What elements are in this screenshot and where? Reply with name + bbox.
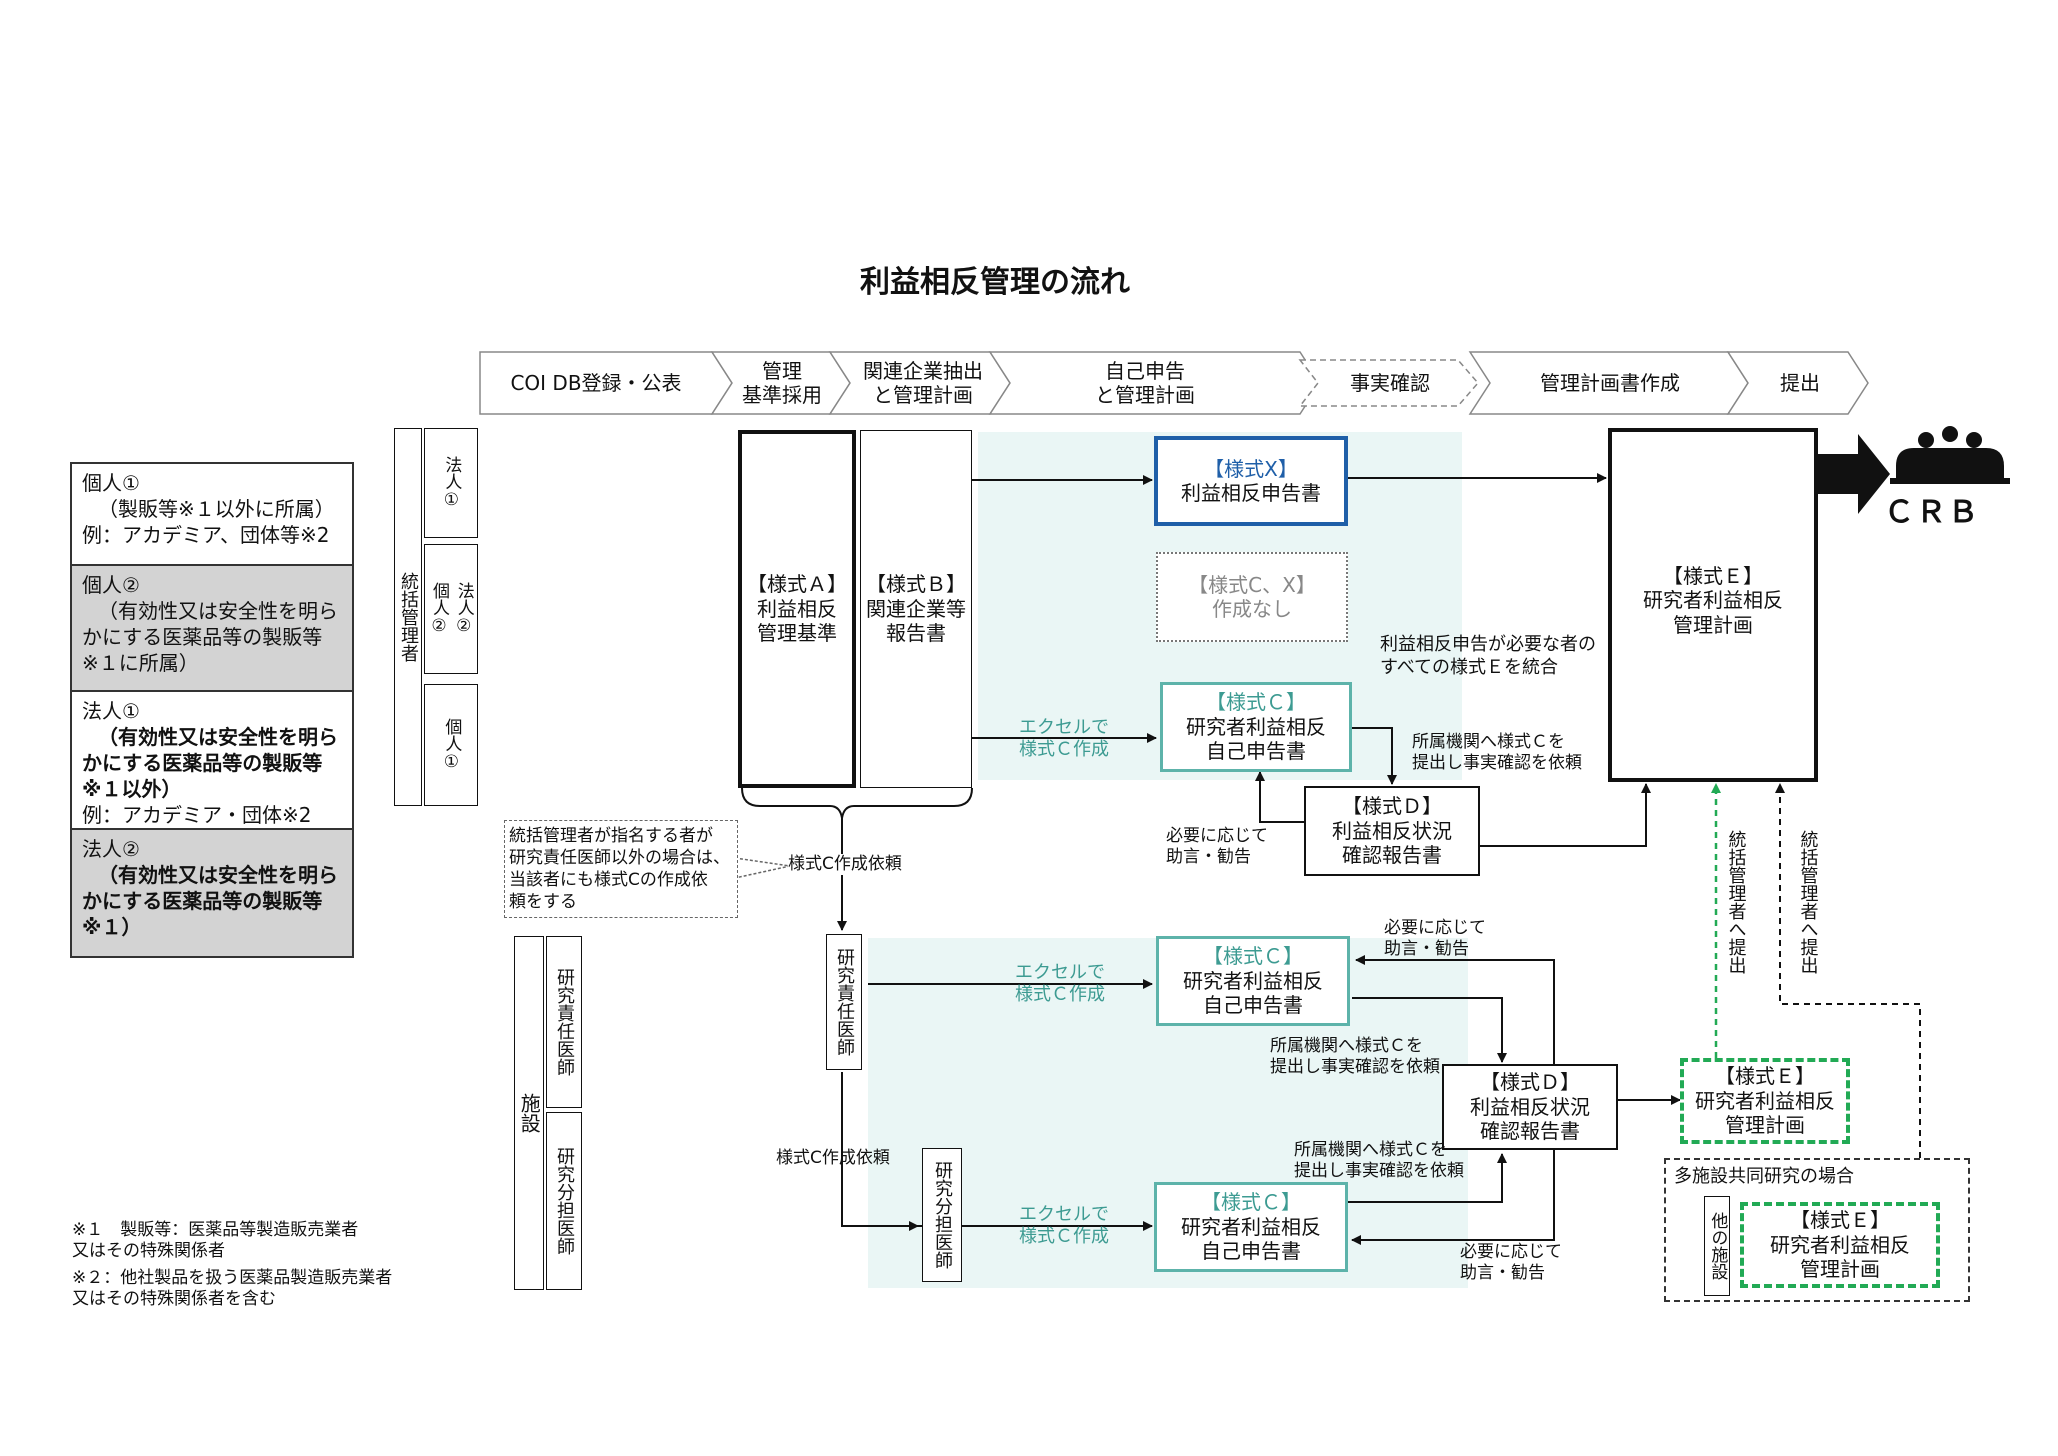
integrate-label: 利益相反申告が必要な者の すべての様式Ｅを統合 bbox=[1380, 634, 1596, 678]
legend-houjin2: 法人② （有効性又は安全性を明ら かにする医薬品等の製販等 ※１） bbox=[70, 828, 354, 958]
role-buntan: 研究分担医師 bbox=[546, 1112, 582, 1290]
process-chevrons bbox=[479, 351, 1869, 415]
form-e-main-box: 【様式Ｅ】 研究者利益相反 管理計画 bbox=[1608, 428, 1818, 782]
excel-label-lower2: エクセルで 様式Ｃ作成 bbox=[1019, 1204, 1109, 1247]
brace-under-ab bbox=[741, 787, 973, 819]
legend-kojin1: 個人① （製販等※１以外に所属） 例：アカデミア、団体等※2 bbox=[70, 462, 354, 566]
advice-label-lower1: 必要に応じて 助言・勧告 bbox=[1384, 918, 1486, 960]
page-title: 利益相反管理の流れ bbox=[860, 265, 1130, 300]
black-dashed-submit bbox=[1775, 783, 1921, 1158]
upper-arrows bbox=[837, 473, 1651, 931]
advice-label-upper: 必要に応じて 助言・勧告 bbox=[1166, 826, 1268, 868]
role-kojin1: 個人① bbox=[424, 684, 478, 806]
step-kanri-kijun: 管理 基準採用 bbox=[742, 358, 822, 407]
chevron-step-7 bbox=[1726, 351, 1869, 415]
form-e-green-box: 【様式Ｅ】 研究者利益相反 管理計画 bbox=[1680, 1058, 1850, 1144]
node-sekinin: 研究責任医師 bbox=[826, 934, 862, 1070]
role-houjin1: 法人① bbox=[424, 428, 478, 538]
callout-note: 統括管理者が指名する者が 研究責任医師以外の場合は、 当該者にも様式Cの作成依 … bbox=[504, 820, 738, 918]
form-b-box: 【様式Ｂ】 関連企業等 報告書 bbox=[860, 430, 972, 788]
submit-label-lower1: 所属機関へ様式Ｃを 提出し事実確認を依頼 bbox=[1270, 1036, 1440, 1078]
crb-label: ＣＲＢ bbox=[1884, 495, 1980, 530]
legend-houjin1: 法人① （有効性又は安全性を明ら かにする医薬品等の製販等 ※１以外） 例：アカ… bbox=[70, 690, 354, 830]
form-e-multisite-box: 【様式Ｅ】 研究者利益相反 管理計画 bbox=[1740, 1202, 1940, 1288]
advice-label-lower2: 必要に応じて 助言・勧告 bbox=[1460, 1242, 1562, 1284]
form-c-lower2-box: 【様式Ｃ】 研究者利益相反 自己申告書 bbox=[1154, 1182, 1348, 1272]
excel-label-lower1: エクセルで 様式Ｃ作成 bbox=[1015, 962, 1105, 1005]
step-kanri-keikaku: 管理計画書作成 bbox=[1540, 370, 1680, 395]
form-a-box: 【様式Ａ】 利益相反 管理基準 bbox=[738, 430, 856, 788]
form-d-upper-box: 【様式Ｄ】 利益相反状況 確認報告書 bbox=[1304, 786, 1480, 876]
footnote-2: ※２：他社製品を扱う医薬品製造販売業者 又はその特殊関係者を含む bbox=[72, 1268, 393, 1310]
crb-arrow bbox=[1818, 434, 1890, 514]
role-tano-shisetsu: 他の施設 bbox=[1704, 1196, 1730, 1296]
excel-label-upper: エクセルで 様式Ｃ作成 bbox=[1019, 717, 1109, 760]
chevron-step-5 bbox=[1298, 359, 1479, 407]
request-label-lower: 様式C作成依頼 bbox=[776, 1148, 890, 1168]
step-jijitsu-kakunin: 事実確認 bbox=[1350, 370, 1430, 395]
tokatsu-submit-label-black: 統括管理者へ提出 bbox=[1796, 830, 1819, 974]
lower-arrows bbox=[841, 955, 1681, 1245]
step-coi-db: COI DB登録・公表 bbox=[510, 370, 682, 395]
request-label-upper: 様式C作成依頼 bbox=[788, 854, 902, 876]
submit-label-lower2: 所属機関へ様式Ｃを 提出し事実確認を依頼 bbox=[1294, 1140, 1464, 1182]
role-sekinin: 研究責任医師 bbox=[546, 936, 582, 1108]
step-kanren-kigyo: 関連企業抽出 と管理計画 bbox=[863, 358, 983, 407]
role-group-tokatsu: 統括管理者 bbox=[394, 428, 422, 806]
chevron-step-4 bbox=[988, 351, 1321, 415]
submit-label-upper: 所属機関へ様式Ｃを 提出し事実確認を依頼 bbox=[1412, 732, 1582, 774]
step-teishutsu: 提出 bbox=[1780, 370, 1820, 395]
footnote-1: ※１ 製販等：医薬品等製造販売業者 又はその特殊関係者 bbox=[72, 1220, 359, 1262]
role-group-shisetsu: 施設 bbox=[514, 936, 544, 1290]
tokatsu-submit-label-green: 統括管理者へ提出 bbox=[1724, 830, 1747, 974]
node-buntan: 研究分担医師 bbox=[922, 1148, 962, 1282]
role-houjin2-kojin2: 個人② 法人② bbox=[424, 544, 478, 674]
form-c-upper-box: 【様式Ｃ】 研究者利益相反 自己申告書 bbox=[1160, 682, 1352, 772]
form-x-box: 【様式X】 利益相反申告書 bbox=[1154, 436, 1348, 526]
legend-kojin2: 個人② （有効性又は安全性を明ら かにする医薬品等の製販等 ※１に所属） bbox=[70, 564, 354, 692]
step-jiko-shinkoku: 自己申告 と管理計画 bbox=[1095, 358, 1195, 407]
form-d-lower-box: 【様式Ｄ】 利益相反状況 確認報告書 bbox=[1442, 1064, 1618, 1150]
form-c-lower1-box: 【様式Ｃ】 研究者利益相反 自己申告書 bbox=[1156, 936, 1350, 1026]
crb-people-icon bbox=[1890, 426, 2010, 484]
callout-tail bbox=[734, 857, 791, 879]
form-cx-none-box: 【様式C、X】 作成なし bbox=[1156, 552, 1348, 642]
